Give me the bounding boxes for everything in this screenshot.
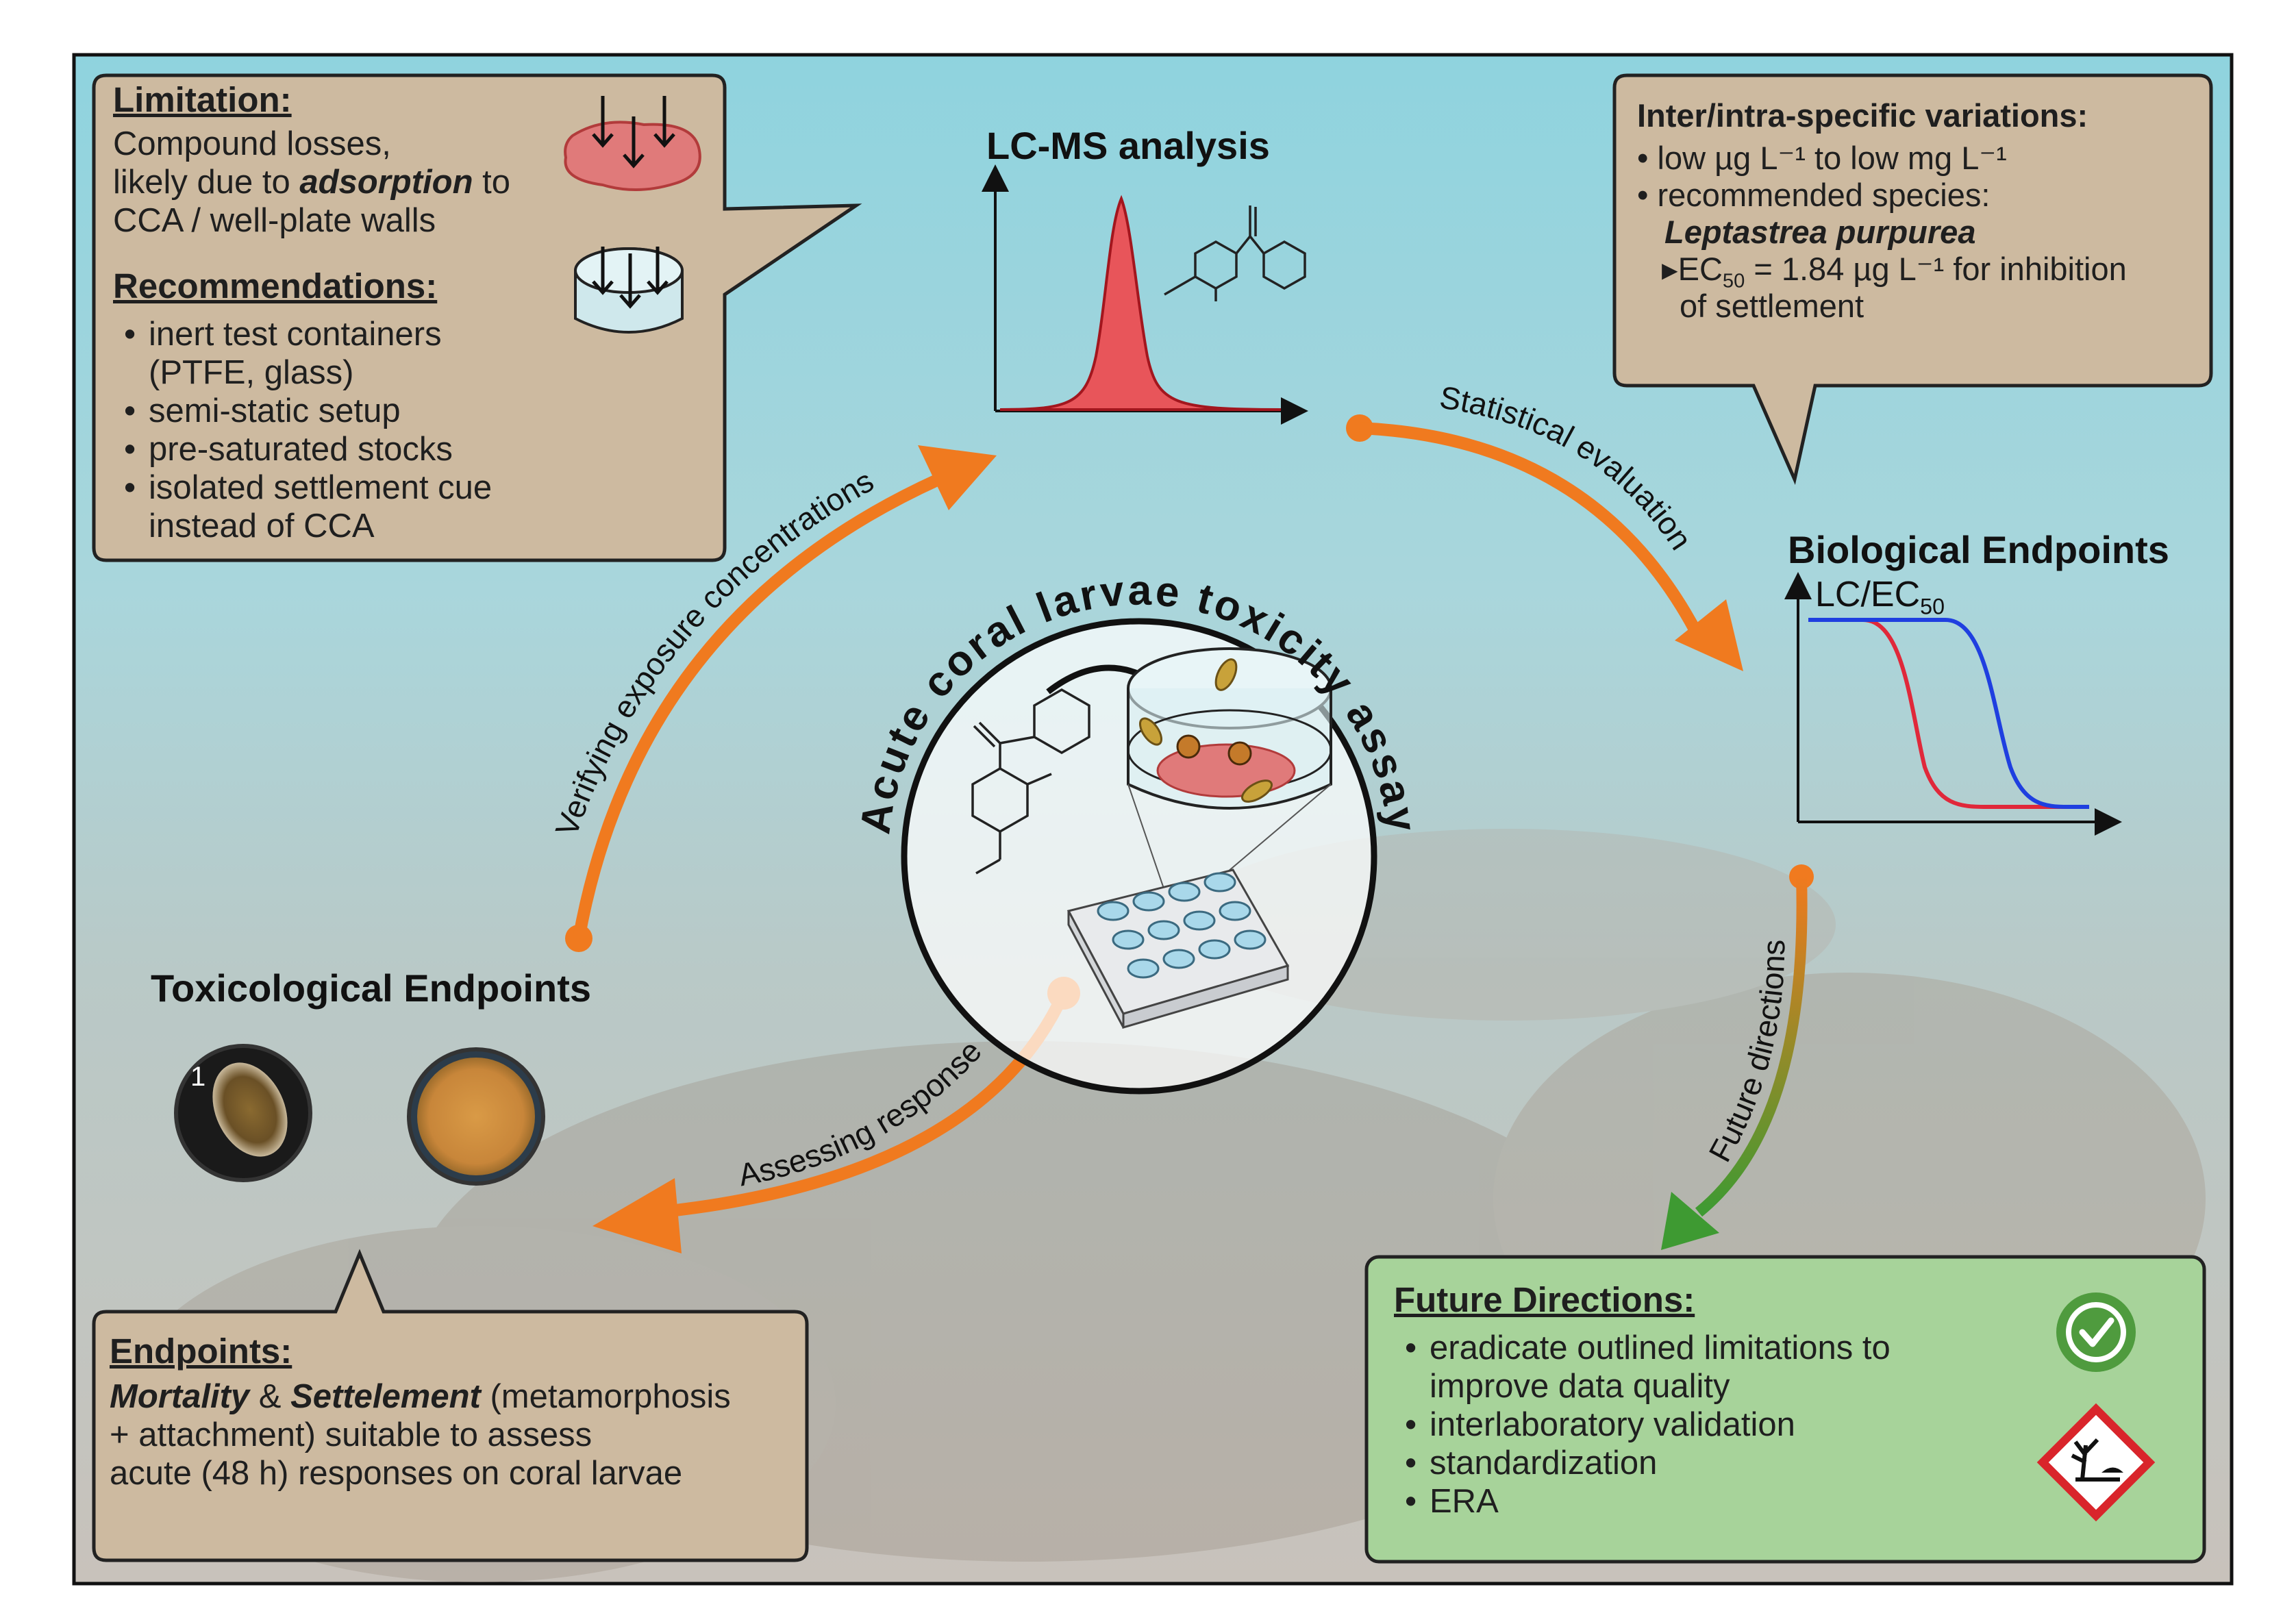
recommendations-heading: Recommendations: (113, 266, 438, 305)
plate-well (1162, 949, 1195, 969)
plate-well (1168, 882, 1201, 902)
chromatogram-peak (999, 195, 1282, 411)
label-future-directions: Future directions (1701, 940, 1791, 1168)
chromatogram-plot (982, 164, 1308, 425)
well-dish-icon (574, 247, 684, 334)
endpoint-settlement: Settelement (290, 1378, 481, 1415)
ec-subscript: 50 (1722, 270, 1745, 292)
limitation-line-1: Compound losses, (113, 125, 391, 162)
ec-label: EC (1677, 251, 1723, 287)
plate-well (1203, 872, 1236, 892)
quality-check-badge-icon (2056, 1292, 2136, 1372)
recommendation-item: isolated settlement cue instead of CCA (113, 469, 551, 545)
label-statistical-evaluation: Statistical evaluation (1437, 379, 1699, 555)
future-item: interlaboratory validation (1394, 1406, 1914, 1444)
biological-endpoints-title: Biological Endpoints (1788, 528, 2169, 571)
variation-item: • recommended species: (1637, 177, 1991, 213)
recommendations-block: Recommendations: inert test containers (… (113, 267, 702, 545)
species-name: Leptastrea purpurea (1664, 214, 1976, 250)
svg-text:Acute coral larvae toxicity as: Acute coral larvae toxicity assay (851, 566, 1425, 836)
plate-well (1127, 958, 1160, 979)
future-item: eradicate outlined limitations to improv… (1394, 1329, 1914, 1406)
plate-well (1219, 901, 1251, 921)
variation-item: • low µg L⁻¹ to low mg L⁻¹ (1637, 140, 2007, 176)
future-directions-heading: Future Directions: (1394, 1280, 1695, 1319)
center-molecule-icon (971, 688, 1090, 875)
limitation-block: Limitation: Compound losses, likely due … (113, 81, 579, 240)
plate-well (1234, 929, 1267, 950)
recommendation-item: semi-static setup (113, 392, 551, 430)
label-assessing-response: Assessing response (736, 1033, 988, 1192)
variation-species-label: recommended species: (1657, 177, 1991, 213)
dose-response-curve-blue (1808, 618, 2089, 809)
limitation-line-2-text: likely due to (113, 164, 300, 201)
limitation-keyword: adsorption (299, 164, 473, 201)
future-item: standardization (1394, 1444, 1914, 1482)
lc-ec-subscript: 50 (1920, 594, 1945, 619)
environmental-hazard-pictogram-icon (2036, 1403, 2156, 1522)
arrow-statistical (1359, 422, 1704, 640)
plate-well (1097, 901, 1130, 921)
future-item: ERA (1394, 1482, 1914, 1521)
toxicological-endpoints-title: Toxicological Endpoints (151, 966, 591, 1010)
plate-well (1147, 920, 1180, 940)
limitation-line-2-tail: to (473, 164, 511, 201)
endpoint-metamorphosis: (metamorphosis (480, 1378, 731, 1415)
limitation-heading: Limitation: (113, 80, 292, 119)
endpoints-heading: Endpoints: (110, 1332, 292, 1371)
endpoints-panel (92, 1249, 809, 1562)
recommendation-item: inert test containers (PTFE, glass) (113, 315, 551, 392)
benzophenone-structure-icon (1164, 205, 1306, 301)
svg-text:Assessing response: Assessing response (736, 1033, 988, 1192)
dose-response-plot (1784, 572, 2122, 836)
ec50-line-2: of settlement (1680, 288, 1864, 324)
lcms-title: LC-MS analysis (986, 124, 1270, 167)
arrow-verifying-head (918, 445, 997, 510)
arrow-assessing-head (592, 1178, 682, 1253)
recommendation-item: pre-saturated stocks (113, 430, 551, 469)
endpoint-mortality: Mortality (110, 1378, 250, 1415)
ec-value-text: = 1.84 µg L⁻¹ for inhibition (1745, 251, 2127, 287)
limitation-line-3: CCA / well-plate walls (113, 202, 436, 239)
lc-ec-text: LC/EC (1815, 575, 1921, 614)
plate-wells (1097, 872, 1267, 979)
plate-well (1112, 929, 1145, 950)
assay-title: Acute coral larvae toxicity assay (851, 566, 1423, 836)
endpoint-amp: & (249, 1378, 291, 1415)
endpoints-block: Endpoints: Mortality & Settelement (meta… (110, 1332, 795, 1492)
ec50-value: ▸EC50 = 1.84 µg L⁻¹ for inhibition (1662, 251, 2127, 292)
arrow-future-head (1661, 1192, 1719, 1250)
variations-block: Inter/intra-specific variations: • low µ… (1637, 97, 2206, 325)
adsorption-blob-icon (564, 96, 701, 192)
arrow-statistical-head (1675, 599, 1743, 671)
future-directions-block: Future Directions: eradicate outlined li… (1394, 1281, 2038, 1521)
svg-text:Statistical evaluation: Statistical evaluation (1437, 379, 1699, 555)
zoomed-well-icon (1127, 647, 1332, 891)
arrow-verifying (573, 473, 941, 940)
arrow-future (1695, 876, 1808, 1217)
endpoints-line-1: Mortality & Settelement (metamorphosis (110, 1377, 795, 1416)
svg-text:Future directions: Future directions (1701, 940, 1791, 1168)
limitation-line-2: likely due to adsorption to (113, 163, 579, 201)
dose-response-curve-red (1808, 618, 2082, 809)
variation-range: low µg L⁻¹ to low mg L⁻¹ (1657, 140, 2007, 176)
lc-ec50-label: LC/EC50 (1815, 574, 1945, 618)
plate-well (1198, 939, 1231, 960)
plate-well (1132, 891, 1165, 912)
plate-well (1183, 910, 1216, 931)
endpoints-line-2: + attachment) suitable to assess (110, 1416, 592, 1453)
variations-heading: Inter/intra-specific variations: (1637, 97, 2088, 134)
endpoints-line-3: acute (48 h) responses on coral larvae (110, 1455, 683, 1492)
photo-label: 1 (190, 1062, 206, 1092)
variations-panel (1612, 73, 2213, 486)
